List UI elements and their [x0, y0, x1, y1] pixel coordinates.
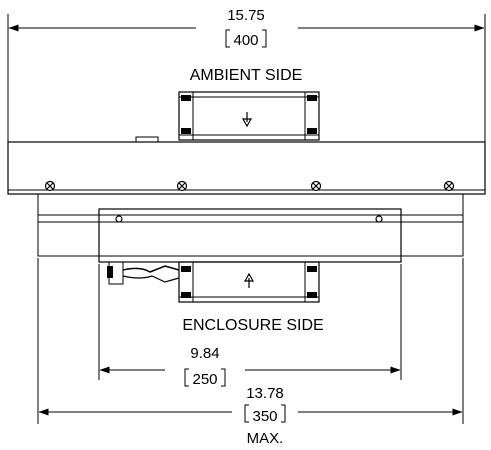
enclosure-fan-bracket-left [181, 266, 191, 272]
base-bracket-close [281, 404, 286, 423]
bracket-open [225, 29, 230, 48]
base-rail [37, 193, 464, 257]
connector-cable-2 [122, 275, 180, 283]
connector-plug [107, 266, 113, 278]
ambient-fan-bracket-left-2 [181, 128, 191, 134]
span-bracket-open [184, 368, 189, 387]
screw-4 [443, 180, 455, 192]
mounting-plate-body [7, 141, 486, 195]
enclosure-fan [178, 261, 320, 303]
ambient-fan-bracket-right [307, 95, 317, 101]
enclosure-fan-bracket-right-2 [307, 292, 317, 298]
enclosure-fan-bracket-right [307, 266, 317, 272]
center-housing-body [98, 208, 402, 263]
housing-screw-right [375, 215, 383, 223]
ambient-fan-bracket-right-2 [307, 128, 317, 134]
enclosure-fan-housing [178, 261, 320, 303]
base-width-mm: 350 [252, 408, 277, 425]
enclosure-span-dimension: 9.84 250 [98, 264, 402, 388]
ambient-side-label: AMBIENT SIDE [190, 67, 303, 84]
enclosure-span-inch: 9.84 [190, 345, 219, 362]
plate-screws [44, 180, 455, 192]
ambient-fan-bracket-left [181, 95, 191, 101]
overall-width-dimension: 15.75 400 [7, 7, 486, 142]
cable-connector [107, 261, 180, 285]
connector-cable [122, 265, 180, 273]
enclosure-side-label: ENCLOSURE SIDE [182, 317, 323, 334]
housing-screw-left [115, 215, 123, 223]
bracket-close [262, 29, 267, 48]
enclosure-span-mm: 250 [192, 371, 217, 388]
overall-width-inch: 15.75 [227, 7, 265, 24]
base-width-dimension: 13.78 350 MAX. [37, 258, 464, 447]
center-housing [98, 208, 402, 263]
screw-3 [310, 180, 322, 192]
ambient-fan [178, 91, 320, 141]
plate-tab [135, 136, 159, 143]
span-bracket-close [221, 368, 226, 387]
ambient-fan-housing [178, 91, 320, 141]
base-rail-body [37, 193, 464, 257]
base-bracket-open [244, 404, 249, 423]
enclosure-fan-bracket-left-2 [181, 292, 191, 298]
screw-1 [44, 180, 56, 192]
base-width-qualifier: MAX. [247, 430, 284, 447]
screw-2 [176, 180, 188, 192]
arrow-up-icon [243, 272, 255, 288]
mounting-plate [7, 136, 486, 195]
overall-width-mm: 400 [233, 32, 258, 49]
base-width-inch: 13.78 [246, 385, 284, 402]
arrow-down-icon [241, 112, 253, 128]
